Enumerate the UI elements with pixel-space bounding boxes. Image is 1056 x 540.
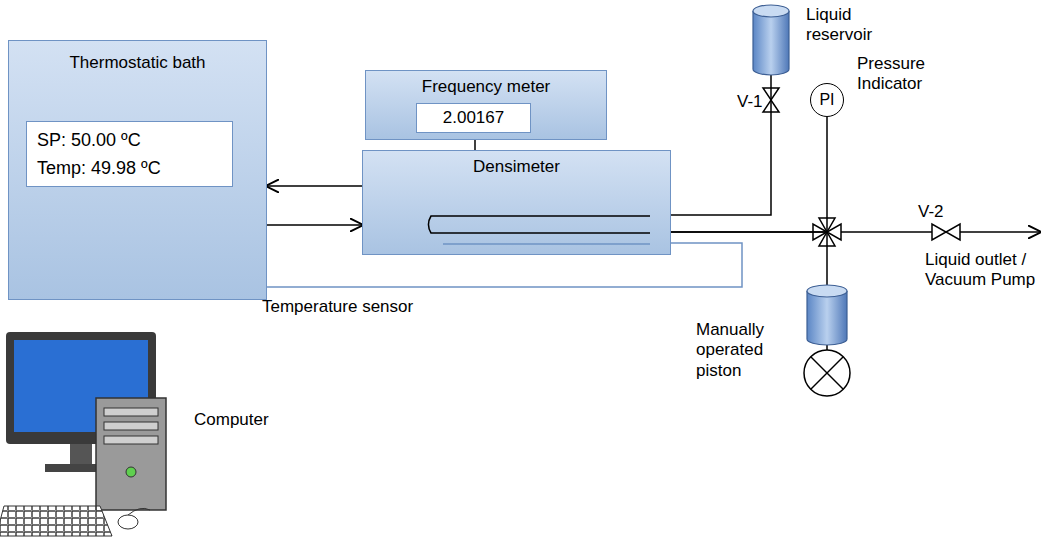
meter-display: 2.00167 xyxy=(416,103,531,133)
valve-label: V-1 xyxy=(737,92,763,112)
hand-wheel xyxy=(804,350,850,396)
part-label: Manually operated piston xyxy=(696,320,791,381)
connector-line xyxy=(474,140,476,150)
box-heading: Densimeter xyxy=(363,151,670,177)
liquid-reservoir: Liquid reservoir xyxy=(752,5,790,75)
valve-v2 xyxy=(932,224,960,240)
display-reading: SP: 50.00 ºC xyxy=(37,130,222,152)
connector-line xyxy=(671,232,827,285)
piston-cylinder: Manually operated piston xyxy=(806,285,848,345)
connector-line xyxy=(267,185,362,187)
frequency-reading: 2.00167 xyxy=(443,108,504,128)
box-heading: Frequency meter xyxy=(366,71,606,97)
connector-line xyxy=(671,75,771,215)
connector-line xyxy=(267,224,362,226)
box-heading: Thermostatic bath xyxy=(9,41,266,73)
computer-icon xyxy=(0,332,166,536)
sensor-label: Temperature sensor xyxy=(262,297,413,317)
part-label: Liquid reservoir xyxy=(806,5,878,46)
connector-line xyxy=(671,117,827,232)
cylinder-shape xyxy=(806,285,848,345)
cylinder-shape xyxy=(752,5,790,75)
gauge-symbol: PI xyxy=(819,90,834,109)
valve-label: V-2 xyxy=(918,202,944,222)
outlet-label: Liquid outlet / Vacuum Pump xyxy=(925,250,1051,291)
densimeter-box: Densimeter xyxy=(362,150,671,255)
thermostatic-bath: Thermostatic bathSP: 50.00 ºC Temp: 49.98… xyxy=(8,40,267,300)
pressure-indicator: PIPressure Indicator xyxy=(810,83,844,117)
frequency-meter: Frequency meter 2.00167 xyxy=(365,70,607,140)
display-reading: Temp: 49.98 ºC xyxy=(37,158,222,180)
outlet-arrow xyxy=(960,231,1040,233)
part-label: Pressure Indicator xyxy=(857,54,947,95)
computer-label: Computer xyxy=(194,410,269,430)
bath-display: SP: 50.00 ºC Temp: 49.98 ºC xyxy=(26,121,233,187)
outlet-line xyxy=(841,231,932,233)
